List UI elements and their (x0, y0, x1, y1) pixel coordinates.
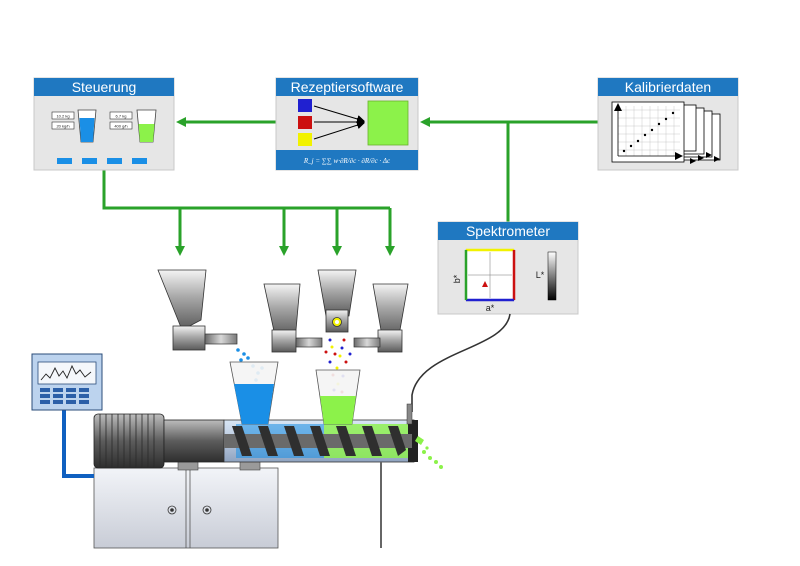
spektrometer-panel: Spektrometer b* a* L* (437, 221, 579, 315)
lightness-bar (547, 251, 557, 301)
kalibrier-title: Kalibrierdaten (625, 79, 711, 95)
swatch-red (298, 116, 312, 129)
formula-bar (276, 150, 418, 170)
die-plate (408, 420, 418, 462)
swatch-blue (298, 99, 312, 112)
swatch-yellow (298, 133, 312, 146)
steuerung-button-4 (132, 158, 147, 164)
steuerung-readout-1-text: 10.2 kg (56, 114, 69, 119)
mixed-color-swatch (367, 100, 409, 146)
steuerung-button-3 (107, 158, 122, 164)
steuerung-panel-header (34, 78, 174, 96)
steuerung-blue-fill (79, 118, 95, 142)
base-knob-left (167, 505, 177, 515)
color-point-marker (482, 281, 488, 287)
steuerung-readout-1 (51, 111, 75, 120)
monitor-trend-line (40, 364, 92, 381)
axis-l-label: L* (536, 270, 545, 280)
monitor-screen (37, 361, 97, 385)
blue-hopper (229, 361, 279, 425)
steuerung-button-1 (57, 158, 72, 164)
spektrometer-panel-header (438, 222, 578, 240)
base-knob-right (202, 505, 212, 515)
melt-probe (406, 403, 413, 425)
steuerung-button-2 (82, 158, 97, 164)
extruder-screw (224, 426, 412, 456)
extruder-motor (93, 413, 225, 469)
steuerung-readout-2 (51, 121, 75, 130)
extrudate (415, 436, 443, 469)
rezeptier-title: Rezeptiersoftware (291, 79, 404, 95)
steuerung-distribution-line (102, 170, 390, 210)
steuerung-green-fill (138, 124, 155, 142)
feeder-3 (317, 269, 357, 333)
feeder-4 (353, 283, 409, 353)
spektrometer-title: Spektrometer (466, 223, 550, 239)
steuerung-readout-4-text: 400 g/h (114, 124, 127, 129)
feeder-1 (157, 269, 238, 351)
kalibrier-panel-header (598, 78, 738, 96)
axis-b-label: b* (452, 274, 462, 283)
steuerung-readout-3-text: 6.7 kg (116, 114, 127, 119)
steuerung-readout-4 (109, 121, 133, 130)
spektrometer-cable (411, 313, 511, 412)
steuerung-readout-3 (109, 111, 133, 120)
feeder-2 (263, 283, 323, 353)
formula-text: R_j = ∑∑ w·∂R/∂c · ∂R/∂c · Δc (303, 157, 391, 165)
flow-lines (102, 117, 598, 256)
steuerung-title: Steuerung (72, 79, 137, 95)
control-cable (62, 410, 94, 478)
green-hopper (315, 369, 361, 425)
calibration-sheets (611, 101, 721, 164)
control-monitor (31, 353, 103, 411)
steuerung-panel: Steuerung 10.2 kg 20 kg/h 6.7 kg 400 g/h (33, 77, 175, 171)
steuerung-readout-2-text: 20 kg/h (56, 124, 69, 129)
front-calibration-chart (611, 101, 685, 163)
mix-arrows (313, 105, 365, 140)
rezeptier-panel-header (276, 78, 418, 96)
rezeptier-panel: Rezeptiersoftware R_j = ∑∑ w·∂R/∂c · ∂R/… (275, 77, 419, 171)
kalibrier-panel: Kalibrierdaten (597, 77, 739, 171)
axis-a-label: a* (486, 303, 495, 313)
